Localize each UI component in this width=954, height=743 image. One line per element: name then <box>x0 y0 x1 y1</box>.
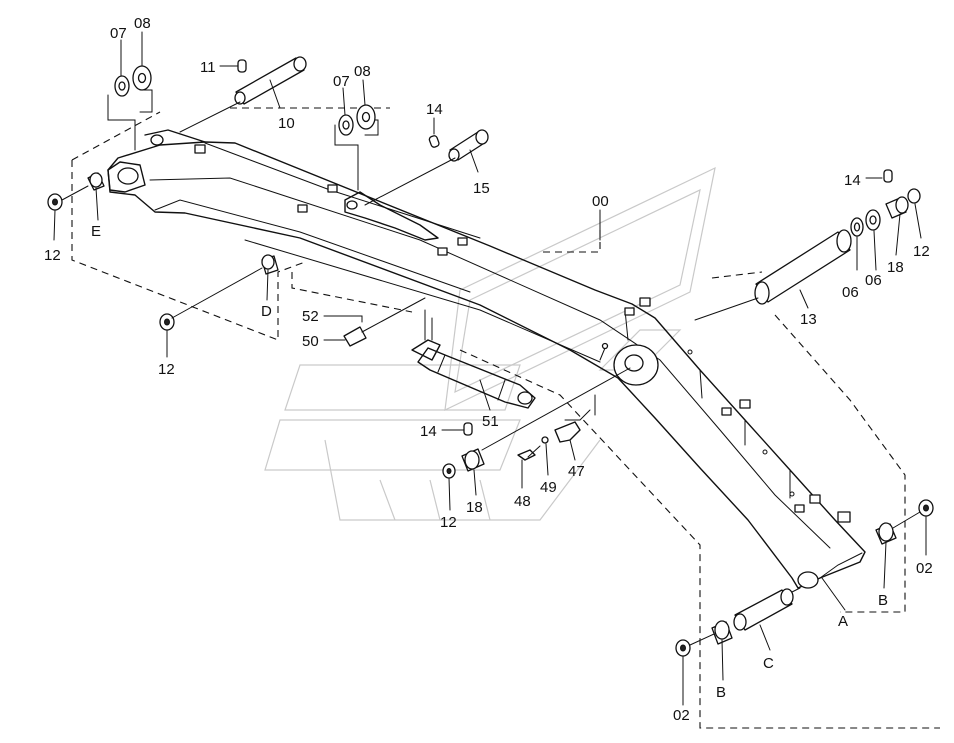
label-12c: 12 <box>158 361 175 378</box>
label-02a: 02 <box>916 560 933 577</box>
label-07b: 07 <box>333 73 350 90</box>
label-06b: 06 <box>865 272 882 289</box>
hardware-parts <box>47 56 934 657</box>
label-14c: 14 <box>420 423 437 440</box>
label-13: 13 <box>800 311 817 328</box>
label-51: 51 <box>482 413 499 430</box>
watermark <box>264 166 716 521</box>
label-12a: 12 <box>913 243 930 260</box>
label-47: 47 <box>568 463 585 480</box>
label-08a: 08 <box>134 15 151 32</box>
label-08b: 08 <box>354 63 371 80</box>
dashed-assembly-lines <box>71 107 940 729</box>
cylinder-assembly <box>411 309 609 461</box>
label-18b: 18 <box>466 499 483 516</box>
label-18a: 18 <box>887 259 904 276</box>
label-E: E <box>91 223 101 240</box>
label-14a: 14 <box>426 101 443 118</box>
label-00: 00 <box>592 193 609 210</box>
label-49: 49 <box>540 479 557 496</box>
label-07a: 07 <box>110 25 127 42</box>
label-11: 11 <box>200 59 216 76</box>
label-14b: 14 <box>844 172 861 189</box>
label-10: 10 <box>278 115 295 132</box>
label-A: A <box>838 613 848 630</box>
label-C: C <box>763 655 774 672</box>
label-52: 52 <box>302 308 319 325</box>
label-50: 50 <box>302 333 319 350</box>
label-Ba: B <box>878 592 888 609</box>
label-12d: 12 <box>440 514 457 531</box>
label-06a: 06 <box>842 284 859 301</box>
label-Bb: B <box>716 684 726 701</box>
label-15: 15 <box>473 180 490 197</box>
label-48: 48 <box>514 493 531 510</box>
label-12b: 12 <box>44 247 61 264</box>
boom-body <box>107 129 866 589</box>
leader-lines <box>53 31 927 706</box>
label-02b: 02 <box>673 707 690 724</box>
label-D: D <box>261 303 272 320</box>
part-labels: 07 08 11 10 07 08 14 15 00 14 06 06 18 1… <box>44 15 933 724</box>
